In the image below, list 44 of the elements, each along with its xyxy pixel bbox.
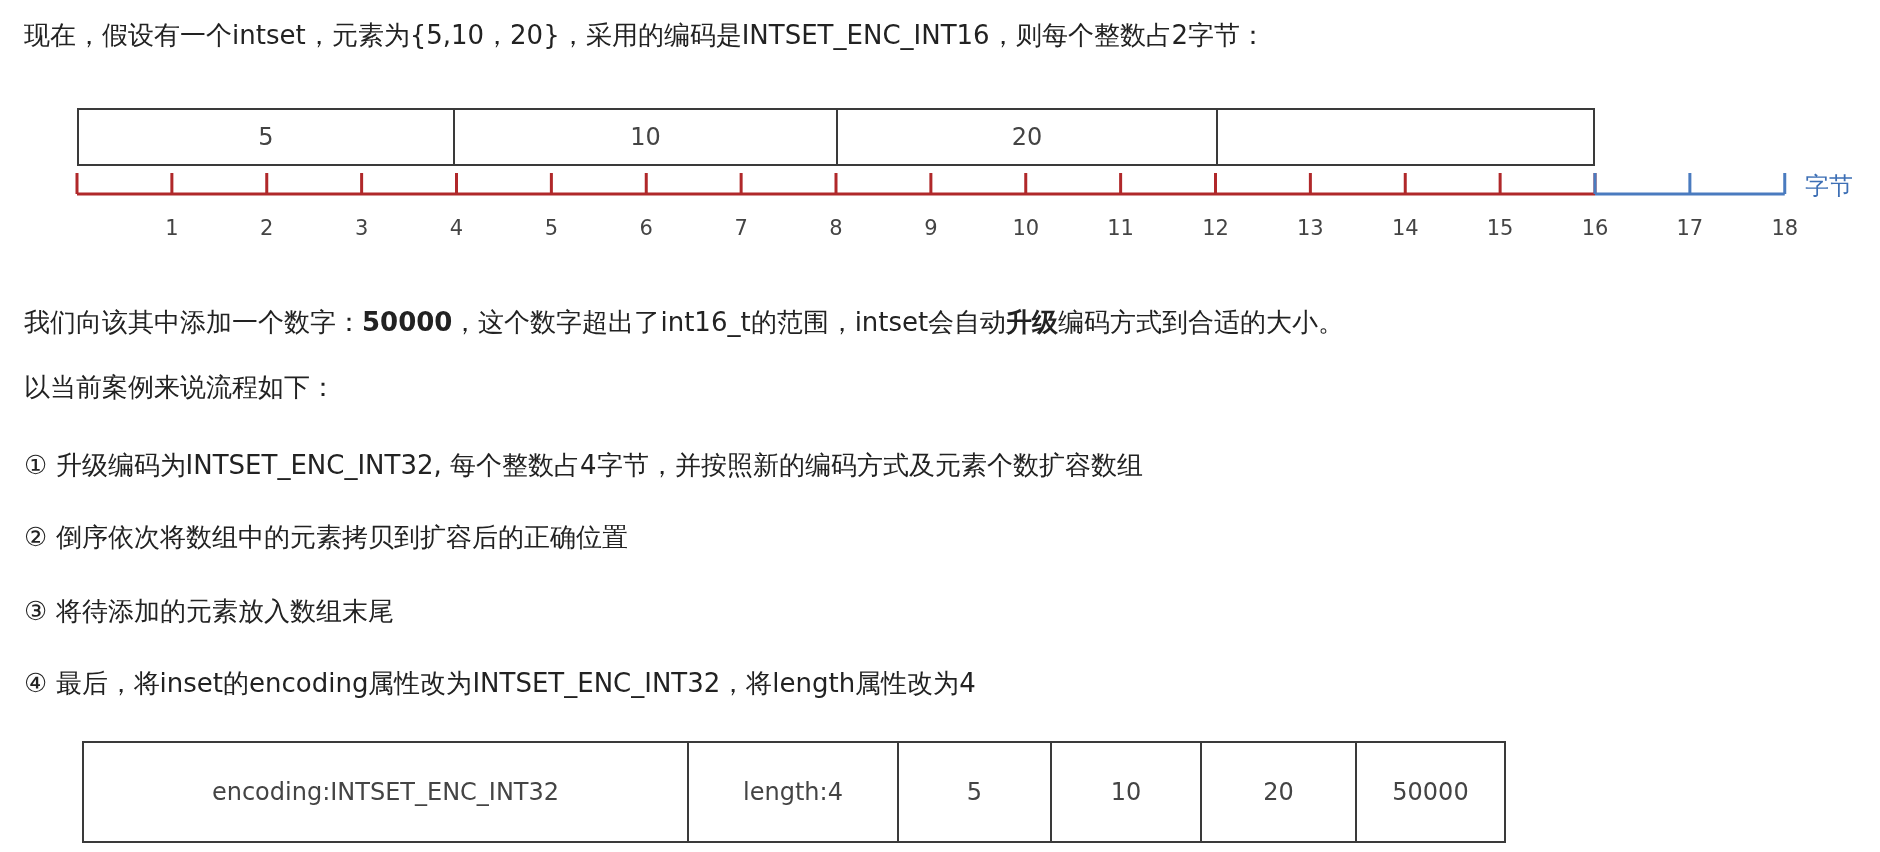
unit-label: 字节 [1805, 171, 1853, 202]
tick-label: 2 [260, 216, 274, 240]
table-cell [687, 741, 899, 843]
tick-label: 12 [1202, 216, 1229, 240]
tick-label: 17 [1676, 216, 1704, 240]
table-cell [897, 741, 1052, 843]
tick-label: 10 [1012, 216, 1040, 240]
tick-label: 3 [354, 216, 369, 240]
tick-label: 11 [1107, 216, 1134, 240]
cell-value: 10 [630, 123, 661, 151]
tick-label: 5 [544, 216, 559, 240]
tick-label: 1 [165, 216, 179, 240]
tick-label: 6 [639, 216, 653, 240]
sentence: 现在，假设有一个intset，元素为{5,10，20}，采用的编码是INTSET_ENC_INT16，则每个整数占2字节： [24, 19, 1267, 52]
cell-value: 5 [966, 778, 983, 806]
table-cell [1200, 741, 1357, 843]
tick-label: 15 [1486, 216, 1514, 240]
tick-label: 13 [1297, 216, 1324, 240]
memory-cell [836, 108, 1218, 166]
table-cell [82, 741, 689, 843]
memory-cell [77, 108, 455, 166]
cell-value: 50000 [1392, 778, 1469, 806]
sentence: 以当前案例来说流程如下： [24, 371, 336, 404]
cell-value: 5 [258, 123, 274, 151]
cell-value: 10 [1110, 778, 1142, 806]
sentence: 我们向该其中添加一个数字：50000，这个数字超出了int16_t的范围，intset会自动升级编码方式到合适的大小。 [24, 306, 1345, 339]
list-item: ③ 将待添加的元素放入数组末尾 [24, 595, 394, 628]
cell-value: 20 [1011, 123, 1043, 151]
list-item: ① 升级编码为INTSET_ENC_INT32, 每个整数占4字节，并按照新的编码方式及元素个数扩容数组 [24, 449, 1143, 482]
tick-label: 16 [1581, 216, 1609, 240]
tick-label: 18 [1771, 216, 1799, 240]
memory-cell [453, 108, 838, 166]
tick-label: 7 [734, 216, 748, 240]
table-cell [1355, 741, 1506, 843]
cell-value: encoding:INTSET_ENC_INT32 [211, 778, 560, 806]
list-item: ④ 最后，将inset的encoding属性改为INTSET_ENC_INT32，将length属性改为4 [24, 667, 976, 700]
cell-value: 20 [1263, 778, 1294, 806]
tick-label: 8 [829, 216, 843, 240]
tick-label: 14 [1391, 216, 1419, 240]
tick-label: 4 [449, 216, 464, 240]
list-item: ② 倒序依次将数组中的元素拷贝到扩容后的正确位置 [24, 521, 628, 554]
table-cell [1050, 741, 1202, 843]
tick-label: 9 [924, 216, 938, 240]
cell-value: length:4 [743, 778, 843, 806]
